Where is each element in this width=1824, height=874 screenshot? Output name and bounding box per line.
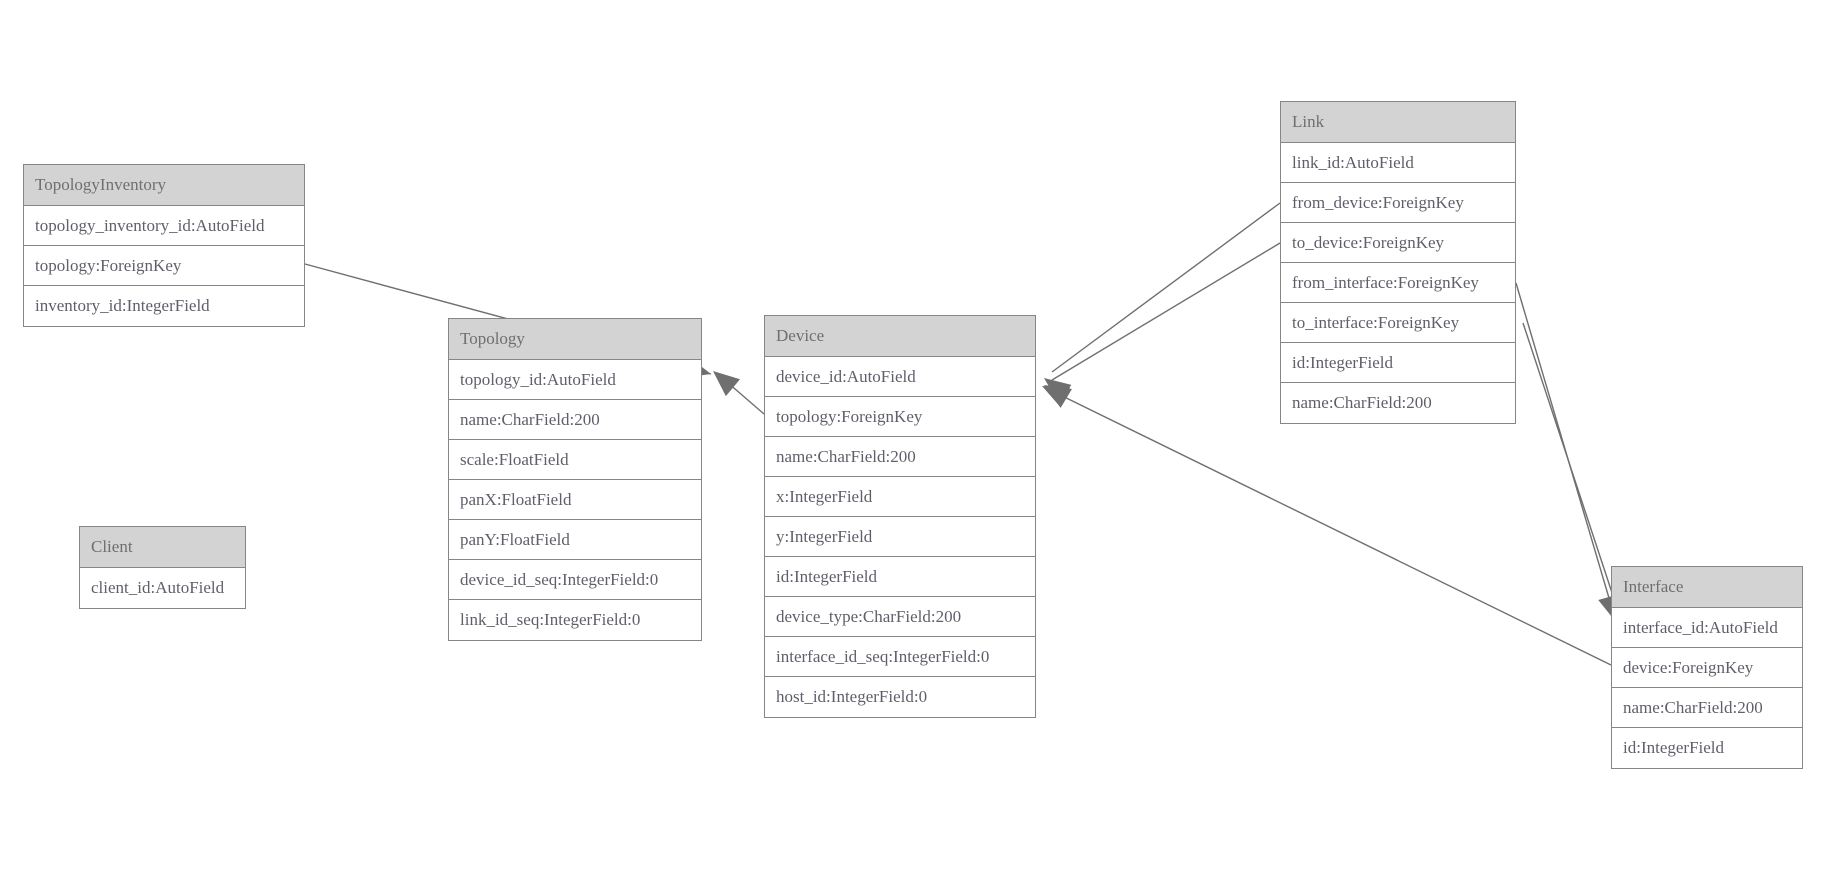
- field-row[interactable]: x:IntegerField: [765, 477, 1035, 517]
- field-row[interactable]: device:ForeignKey: [1612, 648, 1802, 688]
- field-row[interactable]: link_id_seq:IntegerField:0: [449, 600, 701, 640]
- field-row[interactable]: scale:FloatField: [449, 440, 701, 480]
- relationship-rel-link-to-device: [1044, 242, 1281, 408]
- entity-title-topology_inventory: TopologyInventory: [24, 165, 304, 206]
- relationship-line: [1515, 282, 1615, 616]
- entity-title-device: Device: [765, 316, 1035, 357]
- relationship-arrowhead: [713, 371, 740, 397]
- field-row[interactable]: client_id:AutoField: [80, 568, 245, 608]
- relationship-line: [1051, 242, 1281, 381]
- relationship-line: [719, 375, 765, 415]
- field-row[interactable]: panX:FloatField: [449, 480, 701, 520]
- field-row[interactable]: to_device:ForeignKey: [1281, 223, 1515, 263]
- field-row[interactable]: host_id:IntegerField:0: [765, 677, 1035, 717]
- relationship-line: [1051, 202, 1281, 373]
- relationship-rel-link-from-interface: [1515, 282, 1620, 622]
- relationship-line: [1049, 389, 1612, 666]
- field-row[interactable]: topology:ForeignKey: [765, 397, 1035, 437]
- relationship-arrowhead: [1042, 386, 1071, 408]
- field-row[interactable]: to_interface:ForeignKey: [1281, 303, 1515, 343]
- field-row[interactable]: inventory_id:IntegerField: [24, 286, 304, 326]
- relationship-line: [1522, 322, 1621, 618]
- entity-title-client: Client: [80, 527, 245, 568]
- relationship-rel-link-from-device: [1044, 202, 1281, 403]
- field-row[interactable]: device_id:AutoField: [765, 357, 1035, 397]
- field-row[interactable]: panY:FloatField: [449, 520, 701, 560]
- entity-title-link: Link: [1281, 102, 1515, 143]
- field-row[interactable]: link_id:AutoField: [1281, 143, 1515, 183]
- field-row[interactable]: name:CharField:200: [1612, 688, 1802, 728]
- field-row[interactable]: name:CharField:200: [449, 400, 701, 440]
- field-row[interactable]: id:IntegerField: [1281, 343, 1515, 383]
- field-row[interactable]: y:IntegerField: [765, 517, 1035, 557]
- field-row[interactable]: topology_inventory_id:AutoField: [24, 206, 304, 246]
- field-row[interactable]: name:CharField:200: [1281, 383, 1515, 423]
- field-row[interactable]: from_interface:ForeignKey: [1281, 263, 1515, 303]
- field-row[interactable]: id:IntegerField: [765, 557, 1035, 597]
- relationship-arrowhead: [1044, 385, 1072, 408]
- field-row[interactable]: device_type:CharField:200: [765, 597, 1035, 637]
- field-list-client: client_id:AutoField: [80, 568, 245, 608]
- field-row[interactable]: device_id_seq:IntegerField:0: [449, 560, 701, 600]
- relationship-arrowhead: [1044, 378, 1072, 403]
- field-row[interactable]: interface_id:AutoField: [1612, 608, 1802, 648]
- field-row[interactable]: interface_id_seq:IntegerField:0: [765, 637, 1035, 677]
- field-row[interactable]: topology:ForeignKey: [24, 246, 304, 286]
- field-row[interactable]: id:IntegerField: [1612, 728, 1802, 768]
- field-row[interactable]: from_device:ForeignKey: [1281, 183, 1515, 223]
- relationship-rel-device-topology: [713, 371, 765, 415]
- entity-title-interface: Interface: [1612, 567, 1802, 608]
- field-row[interactable]: topology_id:AutoField: [449, 360, 701, 400]
- entity-title-topology: Topology: [449, 319, 701, 360]
- field-row[interactable]: name:CharField:200: [765, 437, 1035, 477]
